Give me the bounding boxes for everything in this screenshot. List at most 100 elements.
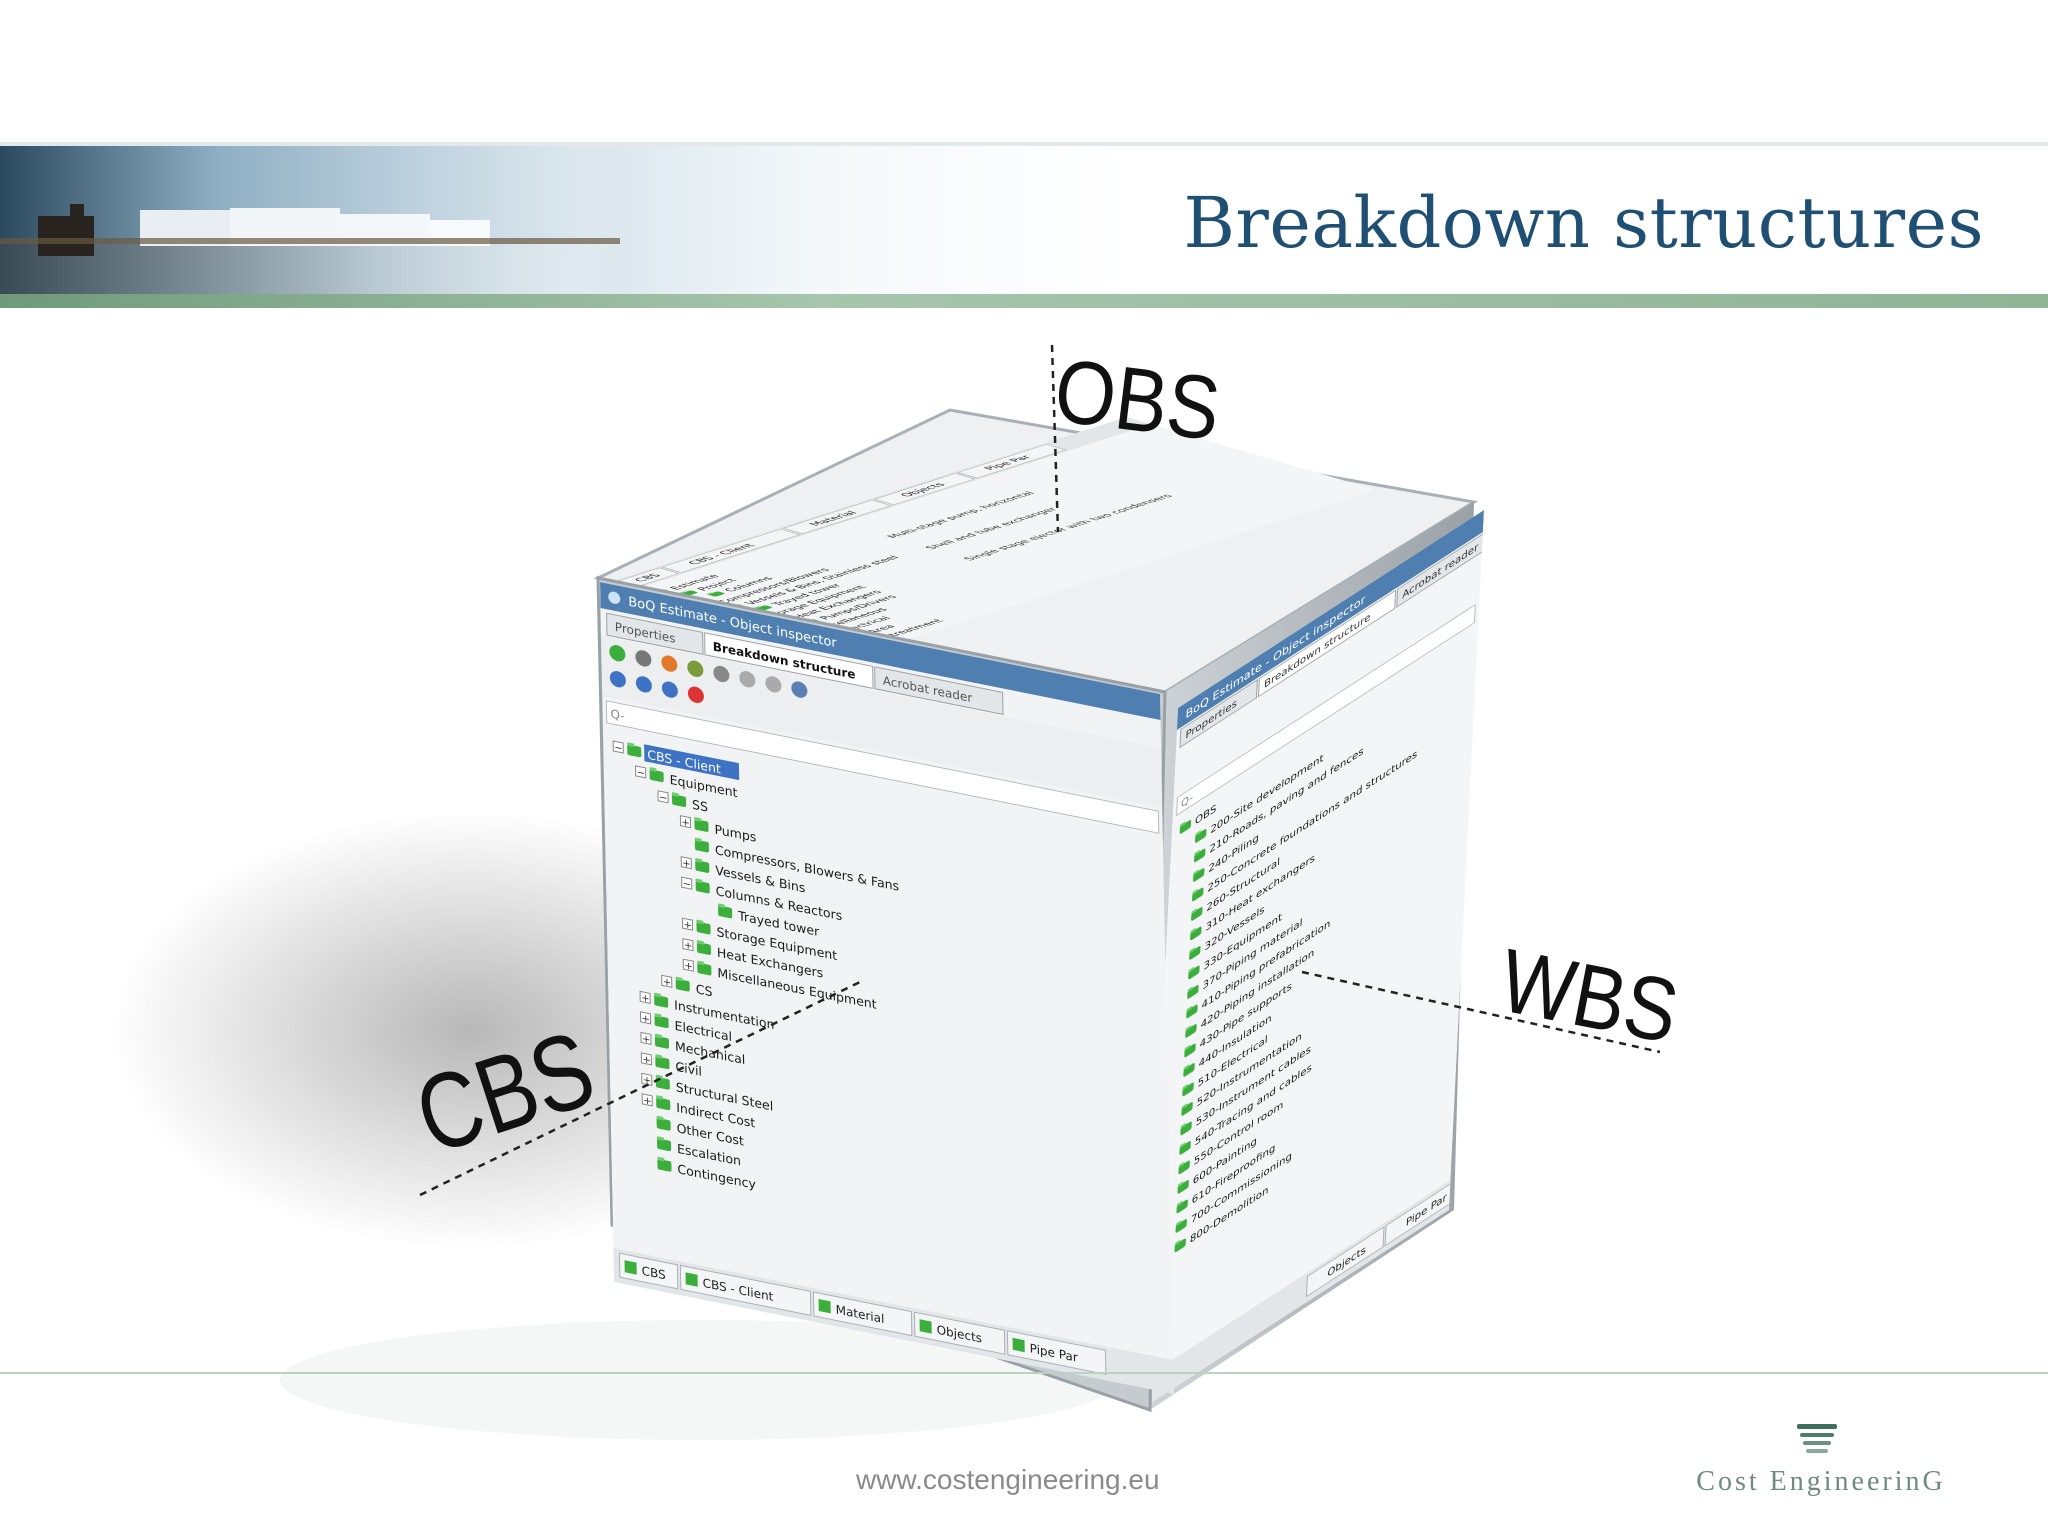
folder-icon [1180, 1121, 1192, 1136]
expander-glyph: + [684, 940, 693, 953]
tree-expander-icon[interactable] [640, 1052, 653, 1066]
sun-icon[interactable] [661, 654, 678, 673]
folder-icon [694, 817, 709, 832]
right-bottom-tab[interactable] [1305, 1226, 1385, 1298]
tree-expander-icon[interactable] [682, 938, 694, 952]
right-tab[interactable] [1257, 589, 1397, 698]
tab-acrobat-reader[interactable] [874, 666, 1004, 716]
folder-icon [696, 940, 712, 955]
tree-expander-icon[interactable] [640, 1031, 652, 1046]
cube-reflection [280, 1320, 1120, 1440]
folder-icon [1175, 1219, 1187, 1233]
export-icon[interactable] [791, 680, 808, 699]
bottom-tab[interactable] [679, 1264, 812, 1317]
tree-expander-icon[interactable] [681, 876, 693, 890]
footer-website-link[interactable]: www.costengineering.eu [856, 1464, 1160, 1495]
tree-item-label[interactable]: Civil [675, 1059, 702, 1079]
delete-icon[interactable] [713, 664, 730, 683]
folder-icon [1185, 1024, 1197, 1038]
cube-front-face: BoQ Estimate - Object inspectorPropertie… [596, 576, 1175, 1413]
folder-icon [1193, 868, 1205, 882]
search-placeholder: Q- [610, 707, 624, 724]
tab-breakdown-structure[interactable] [704, 632, 874, 690]
expander-glyph: + [642, 1054, 651, 1067]
tree-item-label[interactable]: CS [696, 981, 713, 999]
folder-icon [1181, 1102, 1193, 1116]
down-icon[interactable] [765, 675, 782, 694]
tree-expander-icon[interactable] [635, 765, 647, 779]
footer-rule [0, 1372, 2048, 1374]
folder-icon [1178, 1160, 1190, 1175]
bottom-tab[interactable] [913, 1311, 1006, 1355]
front-search-input[interactable] [605, 700, 1160, 834]
tree-expander-icon[interactable] [680, 856, 692, 870]
tree-expander-icon[interactable] [639, 1011, 652, 1025]
expander-glyph: − [637, 767, 646, 780]
tree-expander-icon[interactable] [679, 815, 692, 829]
tree-expander-icon[interactable] [657, 790, 669, 804]
top-tab[interactable] [661, 528, 801, 573]
sort-icon[interactable] [609, 670, 626, 689]
tab-properties[interactable] [606, 612, 704, 656]
tree-item-label[interactable]: SS [692, 797, 708, 815]
tree-selection [644, 744, 740, 781]
right-window: BoQ Estimate - Object inspectorPropertie… [1142, 509, 1501, 1408]
folder-icon [1186, 1004, 1198, 1019]
folder-icon [656, 1095, 671, 1111]
tree-expander-icon[interactable] [682, 958, 694, 972]
folder-icon [695, 858, 710, 873]
header-stripe [0, 294, 2048, 308]
dropdown-icon[interactable] [635, 649, 652, 668]
folder-icon [1174, 1238, 1186, 1253]
slide-title: Breakdown structures [1183, 182, 1984, 264]
tree-expander-icon[interactable] [681, 917, 694, 931]
folder-icon [656, 1115, 671, 1131]
up-icon[interactable] [739, 670, 756, 689]
folder-icon [695, 878, 710, 894]
folder-icon [1182, 1082, 1194, 1097]
right-tab[interactable] [1396, 521, 1501, 608]
folder-icon [1183, 1063, 1195, 1077]
folder-icon [1189, 946, 1201, 960]
top-tab[interactable] [873, 473, 976, 506]
add-folder-icon[interactable] [609, 644, 626, 663]
wbs-axis-line [1301, 970, 1661, 1054]
top-tab[interactable] [957, 443, 1067, 479]
bottom-tab[interactable] [1006, 1330, 1107, 1376]
app-icon [608, 591, 621, 604]
folder-icon [675, 976, 690, 992]
right-tab[interactable] [1179, 679, 1258, 749]
collapse-icon[interactable] [687, 685, 704, 704]
folder-icon [1177, 1180, 1189, 1194]
folder-icon [1179, 1141, 1191, 1155]
folder-icon [1194, 848, 1206, 863]
cost-engineering-logo: Cost EngineerinG [1686, 1422, 1956, 1502]
folder-icon [655, 1054, 670, 1070]
bottom-tab-label: CBS [642, 1264, 667, 1283]
expand-icon[interactable] [661, 680, 678, 699]
tree-expander-icon[interactable] [612, 740, 624, 754]
obs-tree-item[interactable]: Area [864, 624, 898, 635]
folder-icon [694, 837, 709, 853]
expander-glyph: + [682, 858, 691, 871]
obs-label: OBS [1049, 339, 1226, 460]
folder-icon [656, 1136, 672, 1152]
header-rule [0, 142, 2048, 146]
refresh-icon[interactable] [635, 675, 652, 694]
expander-glyph: − [659, 792, 668, 805]
top-tab[interactable] [782, 499, 892, 535]
folder-icon [649, 767, 664, 783]
folder-icon [1192, 887, 1204, 902]
tree-expander-icon[interactable] [639, 990, 651, 1005]
expander-glyph: + [684, 960, 693, 973]
tree-expander-icon[interactable] [661, 974, 673, 988]
expander-glyph: + [663, 977, 672, 990]
structure-icon [624, 1260, 637, 1275]
folder-icon [1190, 926, 1202, 941]
bottom-tab[interactable] [812, 1291, 913, 1337]
folder-icon [1179, 820, 1192, 834]
right-search-input[interactable] [1176, 603, 1476, 817]
pencil-icon[interactable] [687, 659, 704, 678]
logo-mark-icon [1797, 1424, 1837, 1453]
tree-expander-icon[interactable] [641, 1093, 653, 1107]
